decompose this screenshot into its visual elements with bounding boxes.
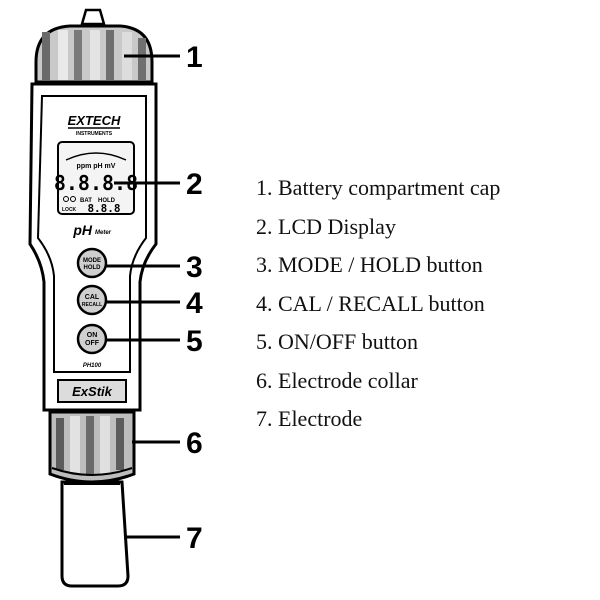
cap-top-tab [80,8,106,26]
lcd-indicator-icon [63,196,69,202]
face-label: pH [72,222,93,238]
lcd-status-bat: BAT [80,198,92,204]
mode-button-label: MODE [83,258,101,264]
hold-button-label: HOLD [84,265,102,271]
lcd-lock-label: LOCK [62,207,77,213]
on-off-button[interactable]: ON OFF [76,323,108,355]
legend-item: 2. LCD Display [256,213,396,239]
legend-item: 5. ON/OFF button [256,329,418,354]
model-number: PH100 [83,363,102,369]
product-name-plate [57,379,127,403]
face-label-sub: Meter [95,230,112,236]
callout-6: 6 [186,427,203,460]
lcd-bargraph [65,152,127,161]
callout-1: 1 [186,41,203,74]
parts-legend: 1. Battery compartment cap 2. LCD Displa… [256,171,500,441]
on-button-label: ON [87,332,98,339]
callout-7: 7 [186,522,203,555]
cal-button-label: CAL [85,294,100,301]
battery-cap [34,24,154,84]
legend-item: 7. Electrode [256,406,363,431]
lcd-small-digits: 8.8.8 [87,202,120,215]
lcd-indicator-icon [70,196,76,202]
legend-item: 4. CAL / RECALL button [256,290,485,316]
brand-logo: EXTECH [68,113,121,128]
lcd-display: ppm pH mV 8.8.8.8 BAT HOLD LOCK 8.8.8 [54,141,138,215]
legend-item: 6. Electrode collar [256,367,418,393]
off-button-label: OFF [85,340,100,347]
electrode [60,480,130,588]
mode-hold-button[interactable]: MODE HOLD [76,247,108,279]
legend-item: 3. MODE / HOLD button [256,252,483,277]
callout-4: 4 [186,287,203,320]
recall-button-label: RECALL [82,302,102,308]
legend-item: 1. Battery compartment cap [256,175,501,200]
callout-3: 3 [186,251,203,284]
brand-subtitle: INSTRUMENTS [76,131,113,137]
callout-5: 5 [186,325,203,358]
electrode-collar [48,410,136,484]
lcd-units-row: ppm pH mV [77,163,116,170]
cal-recall-button[interactable]: CAL RECALL [76,284,108,316]
callout-2: 2 [186,168,203,201]
lcd-status-hold: HOLD [98,198,116,204]
product-name: ExStik [72,384,113,399]
